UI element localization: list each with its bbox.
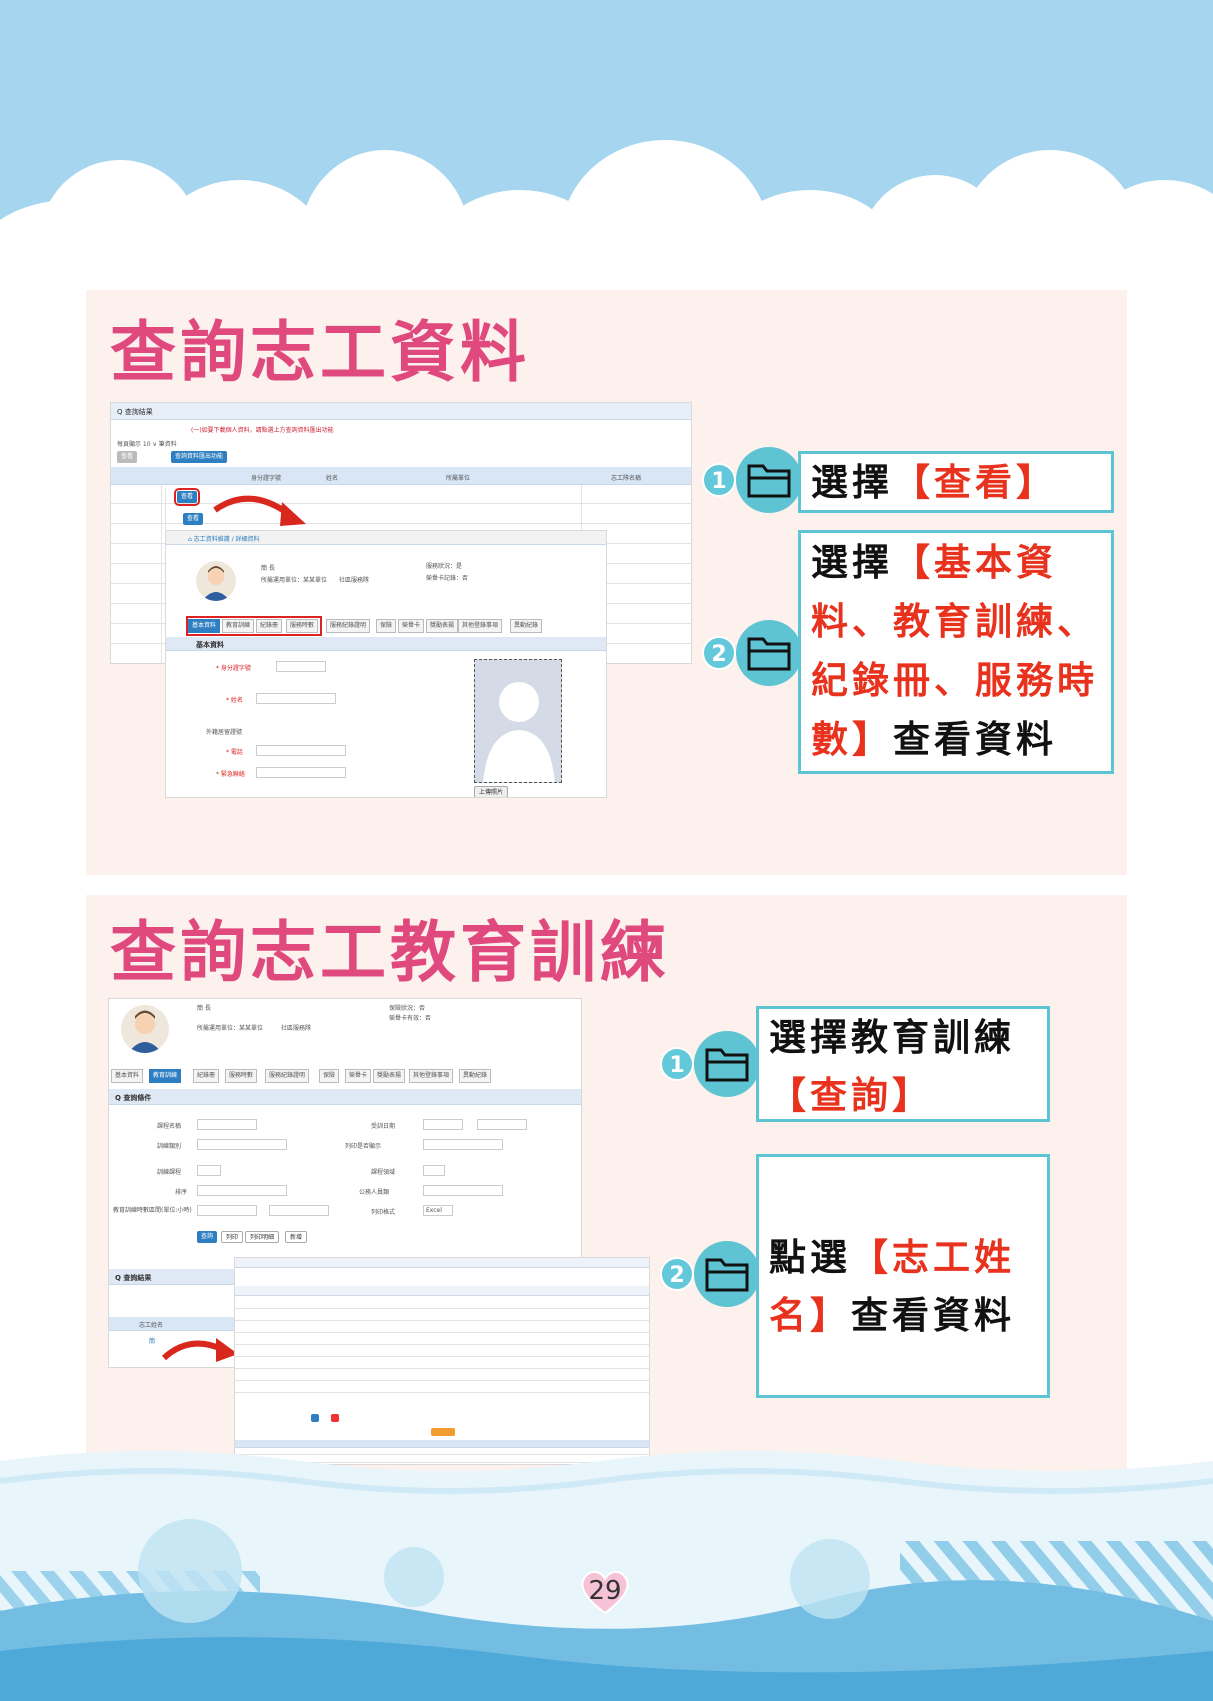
export-button[interactable]: 查詢資料匯出功能 xyxy=(171,451,228,463)
print-detail-button[interactable]: 列印明細 xyxy=(245,1231,280,1243)
detail-tab-honor[interactable]: 榮譽卡 xyxy=(398,619,425,633)
step1-number: 1 xyxy=(702,463,736,497)
section2-step2-box: 點選【志工姓名】查看資料 xyxy=(756,1154,1050,1398)
section1-screenshot-detail: ⌂ 志工資料維護 / 詳細資料 簡 長 所屬運用單位：某某單位 社區服務隊 服務… xyxy=(165,530,607,798)
detail-tab-cert[interactable]: 服務紀錄證明 xyxy=(326,619,371,633)
arrow-icon-2 xyxy=(161,1338,238,1362)
section1-title: 查詢志工資料 xyxy=(110,314,530,391)
confirm-button[interactable] xyxy=(311,1414,319,1422)
section1-step2-box: 選擇【基本資料、教育訓練、紀錄冊、服務時數】查看資料 xyxy=(798,530,1114,774)
tab-other[interactable]: 其他登錄事項 xyxy=(409,1069,454,1083)
photo-placeholder xyxy=(474,659,562,783)
result-header: Q 查詢結果 xyxy=(115,1274,152,1282)
format-select[interactable]: Excel xyxy=(423,1205,453,1216)
detail-tab-change[interactable]: 異動紀錄 xyxy=(510,619,543,633)
detail-tab-basic[interactable]: 基本資料 xyxy=(188,619,221,633)
step2-number: 2 xyxy=(702,636,736,670)
s2-step1-number: 1 xyxy=(660,1047,694,1081)
field-domain: 課程領域 xyxy=(371,1169,396,1176)
page-number: 29 xyxy=(588,1576,622,1606)
tab-basic[interactable]: 基本資料 xyxy=(111,1069,144,1083)
result-column: 志工姓名 xyxy=(139,1322,164,1329)
avatar-icon xyxy=(196,561,236,601)
detail-tab-record[interactable]: 紀錄冊 xyxy=(256,619,283,633)
section1-step1-box: 選擇【查看】 xyxy=(798,451,1114,513)
folder-icon-2a xyxy=(694,1031,760,1097)
delete-button[interactable] xyxy=(331,1414,339,1422)
course-select[interactable] xyxy=(197,1165,221,1176)
detail-tab-training[interactable]: 教育訓練 xyxy=(222,619,255,633)
tab-insurance[interactable]: 保險 xyxy=(319,1069,340,1083)
detail-tab-insurance[interactable]: 保險 xyxy=(376,619,397,633)
field-course: 訓練課程 xyxy=(157,1169,182,1176)
sort-select[interactable] xyxy=(197,1185,287,1196)
arrow-icon xyxy=(213,495,306,526)
format-value: Excel xyxy=(426,1207,442,1214)
list-button[interactable]: 查看 xyxy=(117,451,138,463)
folder-icon-1b xyxy=(736,620,802,686)
tab-hours[interactable]: 服務時數 xyxy=(225,1069,258,1083)
heart-icon xyxy=(581,1571,629,1615)
view-button[interactable]: 查看 xyxy=(173,488,201,506)
query-button[interactable]: 查詢 xyxy=(197,1231,218,1243)
s2-step2-number: 2 xyxy=(660,1257,694,1291)
section2-step1-box: 選擇教育訓練【查詢】 xyxy=(756,1006,1050,1122)
col-name: 姓名 xyxy=(326,475,339,482)
print-button[interactable]: 列印 xyxy=(221,1231,244,1243)
field-print-show: 列印是否顯示 xyxy=(345,1143,382,1150)
tab-change[interactable]: 異動紀錄 xyxy=(459,1069,492,1083)
section2-screenshot-detail xyxy=(234,1257,650,1465)
field-sort: 排序 xyxy=(175,1189,188,1196)
query-header: Q 查詢條件 xyxy=(115,1094,152,1102)
tab-cert[interactable]: 服務紀錄證明 xyxy=(265,1069,310,1083)
volunteer-name-link[interactable]: 簡 xyxy=(149,1338,156,1345)
section2-title: 查詢志工教育訓練 xyxy=(110,914,670,991)
field-course-name: 課程名稱 xyxy=(157,1123,182,1130)
avatar-icon-2 xyxy=(121,1005,169,1053)
col-id: 身分證字號 xyxy=(251,475,282,482)
folder-icon-1a xyxy=(736,447,802,513)
category-select[interactable] xyxy=(197,1139,287,1150)
add-button[interactable]: 新增 xyxy=(285,1231,308,1243)
detail-tab-award[interactable]: 獎勵表揚 xyxy=(426,619,459,633)
field-hours: 教育訓練時數區間(單位:小時) xyxy=(113,1207,192,1214)
list-header: Q 查詢結果 xyxy=(117,408,153,416)
tab-honor[interactable]: 榮譽卡 xyxy=(345,1069,372,1083)
col-team: 志工隊名稱 xyxy=(611,475,642,482)
tab-record[interactable]: 紀錄冊 xyxy=(193,1069,220,1083)
tab-award[interactable]: 獎勵表揚 xyxy=(373,1069,406,1083)
add-record-button[interactable] xyxy=(431,1428,455,1436)
notice-text: (一)如要下載個人資料，請點選上方查詢資料匯出功能 xyxy=(191,427,334,434)
col-unit: 所屬單位 xyxy=(446,475,471,482)
tab-training[interactable]: 教育訓練 xyxy=(149,1069,182,1083)
detail-section-title: 基本資料 xyxy=(196,641,224,649)
field-category: 訓練類別 xyxy=(157,1143,182,1150)
view-button-2[interactable]: 查看 xyxy=(183,513,204,525)
field-format: 列印格式 xyxy=(371,1209,396,1216)
print-show-select[interactable] xyxy=(423,1139,503,1150)
field-civil: 公務人員類 xyxy=(359,1189,390,1196)
detail-tab-hours[interactable]: 服務時數 xyxy=(286,619,319,633)
folder-icon-2b xyxy=(694,1241,760,1307)
upload-photo-button[interactable]: 上傳照片 xyxy=(474,786,509,797)
detail-tab-other[interactable]: 其他登錄事項 xyxy=(458,619,503,633)
field-date: 受訓日期 xyxy=(371,1123,396,1130)
